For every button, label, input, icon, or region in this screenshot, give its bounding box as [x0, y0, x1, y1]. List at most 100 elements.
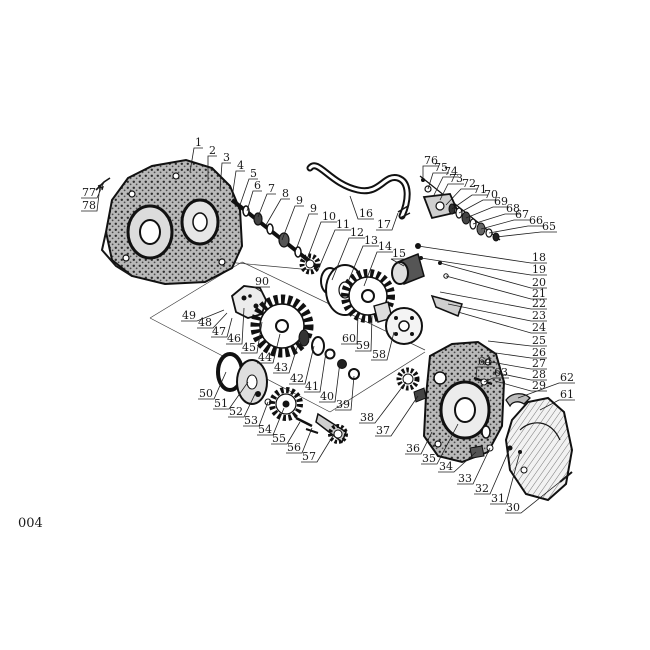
leader-line: [317, 229, 351, 271]
leader-line: [458, 199, 499, 214]
callout: 45: [241, 321, 263, 354]
leader-line: [363, 251, 393, 287]
callout: 27: [490, 357, 547, 370]
callout-number: 53: [244, 414, 258, 427]
leader-line: [390, 258, 407, 267]
leader-line: [457, 311, 547, 334]
leader-line: [420, 257, 547, 276]
leader-line: [539, 399, 575, 411]
leader-line: [494, 380, 547, 392]
leader-line: [319, 361, 341, 403]
callout: 22: [439, 291, 547, 310]
callout: 52: [228, 391, 257, 418]
callout: 9: [281, 194, 304, 241]
callout: 72: [445, 177, 477, 206]
leader-line: [265, 198, 290, 226]
callout-number: 30: [506, 501, 520, 514]
callout: 15: [390, 247, 407, 267]
leader-line: [405, 431, 433, 455]
leader-line: [475, 366, 493, 379]
callout: 67: [480, 208, 530, 230]
leader-line: [213, 381, 249, 410]
callout-number: 54: [258, 423, 272, 436]
leader-line: [347, 245, 379, 283]
callout: 56: [286, 427, 313, 454]
callout: 28: [492, 368, 547, 381]
callout: 17: [376, 212, 399, 231]
callout: 70: [458, 188, 499, 214]
callout: 47: [211, 317, 233, 338]
leader-line: [335, 375, 355, 411]
callout-number: 49: [182, 309, 196, 322]
callout-number: 56: [287, 441, 301, 454]
callout-number: 6: [254, 179, 261, 192]
callout-number: 7: [268, 182, 275, 195]
callout: 14: [363, 240, 393, 287]
leader-line: [301, 433, 335, 463]
leader-line: [197, 312, 228, 329]
leader-line: [304, 351, 327, 393]
callout-number: 14: [378, 240, 392, 253]
callout-number: 46: [227, 332, 241, 345]
leader-line: [517, 382, 575, 399]
callout-number: 57: [302, 450, 316, 463]
callout: 20: [439, 262, 547, 289]
callout: 62: [517, 371, 575, 399]
callout: 24: [457, 311, 547, 334]
callout-number: 50: [199, 387, 213, 400]
callout-number: 66: [529, 214, 543, 227]
callout-number: 45: [242, 341, 256, 354]
callout-number: 9: [310, 202, 317, 215]
callout-number: 68: [506, 202, 520, 215]
leader-line: [231, 170, 245, 199]
callout: 35: [421, 423, 459, 465]
leader-line: [219, 162, 231, 191]
leader-line: [457, 447, 491, 485]
callout-number: 5: [250, 167, 257, 180]
callout: 78: [81, 185, 101, 212]
leader-line: [341, 313, 359, 345]
leader-line: [241, 321, 263, 354]
callout-number: 75: [434, 161, 448, 174]
leader-line: [257, 193, 276, 218]
callout: 43: [273, 337, 301, 374]
leader-line: [488, 225, 544, 234]
leader-line: [488, 351, 547, 359]
leader-line: [376, 212, 399, 231]
callout-number: 38: [360, 411, 374, 424]
leader-line: [81, 185, 101, 212]
leader-line: [181, 309, 225, 322]
callout: 21: [445, 275, 547, 300]
callout: 42: [289, 345, 315, 385]
leader-line: [281, 205, 304, 241]
callout: 63: [483, 366, 509, 383]
pipe-part: [306, 162, 411, 220]
callout: 38: [359, 381, 407, 424]
callout: 76: [422, 154, 439, 180]
callout-number: 25: [532, 334, 546, 347]
callout-number: 13: [364, 234, 378, 247]
callout: 12: [331, 226, 365, 281]
callout: 33: [457, 447, 491, 485]
callout: 9: [295, 202, 318, 251]
leader-line: [439, 262, 547, 289]
callout: 90: [252, 275, 270, 293]
callout: 60: [341, 313, 359, 345]
callout: 46: [226, 307, 245, 345]
callout-number: 16: [359, 207, 373, 220]
callout-number: 71: [473, 183, 487, 196]
callout-number: 9: [296, 194, 303, 207]
leader-line: [490, 361, 547, 370]
callout: 23: [447, 303, 547, 322]
leader-line: [359, 381, 407, 424]
leader-line: [417, 245, 547, 264]
callout-number: 78: [82, 199, 96, 212]
callout-number: 90: [255, 275, 269, 288]
callout: 31: [490, 451, 521, 505]
callout: 36: [405, 431, 433, 455]
callout: 44: [257, 333, 281, 364]
leader-line: [421, 423, 459, 465]
callout: 25: [487, 334, 547, 347]
callout: 34: [438, 451, 477, 473]
leader-line: [257, 407, 285, 436]
